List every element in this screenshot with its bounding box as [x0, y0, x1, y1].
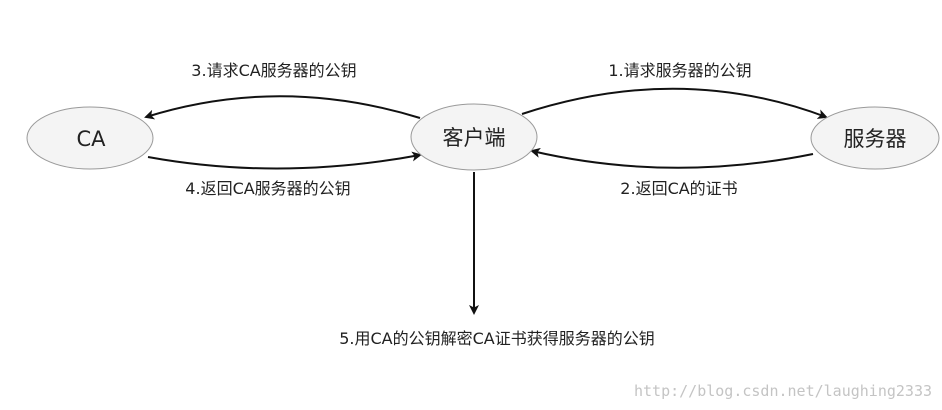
node-ca: CA [26, 106, 154, 170]
edge-label-step2: 2.返回CA的证书 [620, 179, 737, 198]
edge-step2-server-to-client [530, 147, 814, 169]
edge-label-step1: 1.请求服务器的公钥 [608, 61, 751, 80]
node-client-shape [410, 103, 538, 171]
node-server-shape [810, 106, 940, 170]
node-ca-label: CA [76, 127, 106, 151]
edge-step4-ca-to-client [147, 151, 422, 170]
node-client: 客户端 [410, 103, 538, 171]
watermark-url: http://blog.csdn.net/laughing2333 [634, 382, 932, 400]
node-server-label: 服务器 [844, 127, 907, 151]
node-ca-shape [26, 106, 154, 170]
edge-step1-client-to-server [521, 87, 828, 119]
edge-label-step3: 3.请求CA服务器的公钥 [191, 61, 356, 80]
edge-label-step5: 5.用CA的公钥解密CA证书获得服务器的公钥 [339, 329, 655, 348]
edge-step3-client-to-ca [144, 95, 421, 120]
edge-label-step4: 4.返回CA服务器的公钥 [185, 179, 350, 198]
node-server: 服务器 [810, 106, 940, 170]
node-client-label: 客户端 [443, 126, 506, 150]
